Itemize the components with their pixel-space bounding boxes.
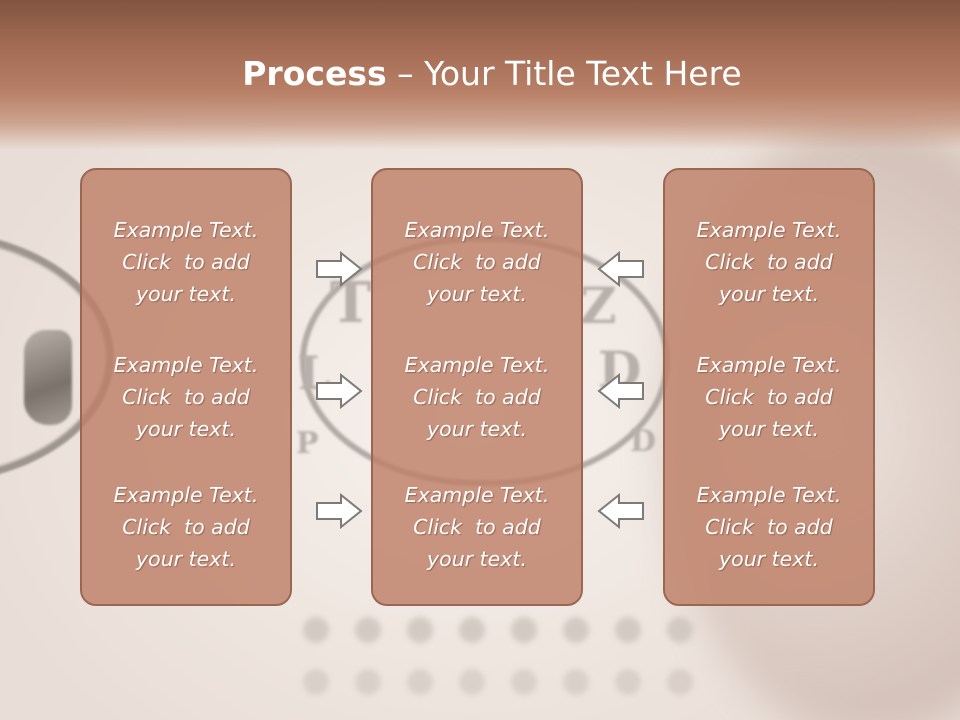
text-block[interactable]: Example Text. Click to add your text. <box>665 349 873 445</box>
right-arrow-icon <box>316 251 363 287</box>
text-line: your text. <box>719 282 819 306</box>
text-line: your text. <box>136 547 236 571</box>
text-line: Click to add <box>122 385 250 409</box>
text-line: Example Text. <box>113 483 259 507</box>
text-line: your text. <box>427 547 527 571</box>
slide-title[interactable]: Process – Your Title Text Here <box>0 52 960 96</box>
text-line: your text. <box>136 282 236 306</box>
text-line: Click to add <box>413 385 541 409</box>
text-line: Example Text. <box>696 353 842 377</box>
background-eye-chart-letter: Z <box>580 276 617 335</box>
text-line: your text. <box>719 417 819 441</box>
text-line: Click to add <box>122 250 250 274</box>
text-line: your text. <box>719 547 819 571</box>
left-arrow-icon <box>597 251 644 287</box>
right-arrow-icon <box>316 373 363 409</box>
left-arrow-icon <box>597 373 644 409</box>
left-arrow-icon <box>597 493 644 529</box>
text-block[interactable]: Example Text. Click to add your text. <box>665 214 873 310</box>
title-band <box>0 0 960 150</box>
background-eye-chart-letter: D <box>630 424 657 459</box>
background-glasses-hinge <box>24 330 72 425</box>
process-box-center[interactable]: Example Text. Click to add your text. Ex… <box>371 168 583 606</box>
text-line: Click to add <box>413 515 541 539</box>
background-eye-chart-row <box>290 610 710 650</box>
text-line: Click to add <box>705 385 833 409</box>
right-arrow-icon <box>316 493 363 529</box>
text-line: your text. <box>136 417 236 441</box>
title-rest: – Your Title Text Here <box>386 54 742 93</box>
text-line: your text. <box>427 417 527 441</box>
text-line: Example Text. <box>113 218 259 242</box>
background-eye-chart-row <box>290 662 710 702</box>
text-line: Example Text. <box>404 218 550 242</box>
text-line: Example Text. <box>696 483 842 507</box>
text-block[interactable]: Example Text. Click to add your text. <box>665 479 873 575</box>
background-eye-chart-letter: P <box>296 426 319 461</box>
text-line: Click to add <box>413 250 541 274</box>
text-line: Example Text. <box>113 353 259 377</box>
text-block[interactable]: Example Text. Click to add your text. <box>373 349 581 445</box>
text-line: Example Text. <box>696 218 842 242</box>
process-box-right[interactable]: Example Text. Click to add your text. Ex… <box>663 168 875 606</box>
process-box-left[interactable]: Example Text. Click to add your text. Ex… <box>80 168 292 606</box>
text-line: Click to add <box>122 515 250 539</box>
text-block[interactable]: Example Text. Click to add your text. <box>373 479 581 575</box>
text-line: Click to add <box>705 250 833 274</box>
text-line: your text. <box>427 282 527 306</box>
text-line: Click to add <box>705 515 833 539</box>
text-line: Example Text. <box>404 353 550 377</box>
text-block[interactable]: Example Text. Click to add your text. <box>373 214 581 310</box>
text-block[interactable]: Example Text. Click to add your text. <box>82 479 290 575</box>
text-line: Example Text. <box>404 483 550 507</box>
text-block[interactable]: Example Text. Click to add your text. <box>82 214 290 310</box>
background-eye-chart-letter: T <box>330 270 372 336</box>
title-bold: Process <box>242 54 387 93</box>
text-block[interactable]: Example Text. Click to add your text. <box>82 349 290 445</box>
